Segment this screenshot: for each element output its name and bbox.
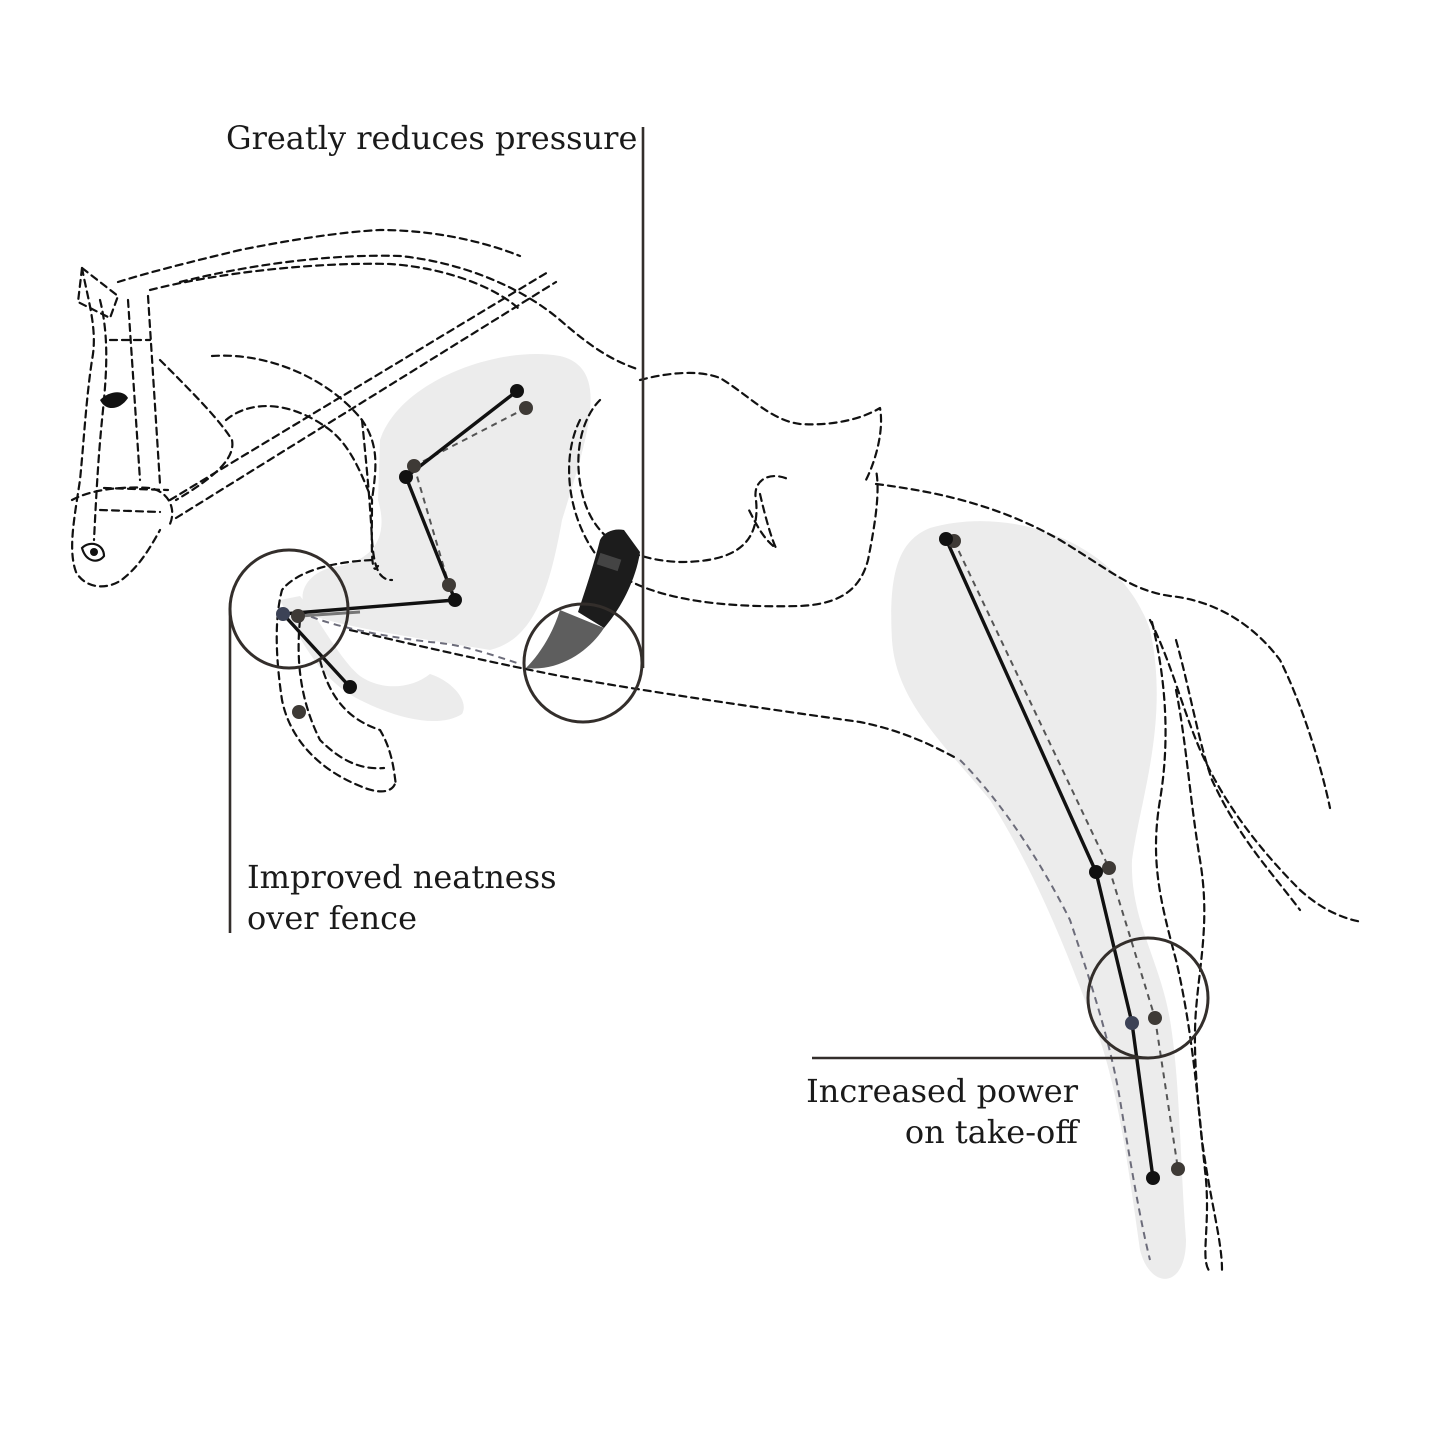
joint-knee xyxy=(448,593,462,607)
joint-elbow xyxy=(399,470,413,484)
noseband xyxy=(70,486,174,526)
foreleg-grey xyxy=(299,611,521,665)
saddle-flap xyxy=(568,418,879,608)
belly xyxy=(348,628,958,760)
joint-fetlock xyxy=(276,607,290,621)
crest-outer xyxy=(178,254,642,372)
crest-inner xyxy=(148,262,522,312)
joint-ghost-knee xyxy=(442,578,456,592)
girth-buckle-plate xyxy=(596,552,622,572)
girth-lower xyxy=(526,610,604,669)
joint-stifle xyxy=(1089,865,1103,879)
saddle-pommel xyxy=(638,371,883,482)
femur xyxy=(944,537,1098,874)
head-profile-inner xyxy=(92,298,108,542)
eye xyxy=(100,392,128,409)
annotation-power-line-2: on take-off xyxy=(904,1113,1078,1151)
ear xyxy=(76,266,120,320)
annotation-neatness: Improved neatness over fence xyxy=(247,857,557,939)
hind-leg-inner xyxy=(959,759,1151,1261)
chest xyxy=(360,418,394,582)
forearm-ghost xyxy=(299,610,361,618)
joint-hoof xyxy=(343,680,357,694)
forehead xyxy=(116,228,522,284)
annotation-neatness-line-1: Improved neatness xyxy=(247,858,557,896)
joint-hock xyxy=(1125,1016,1139,1030)
hind-leg-front xyxy=(1150,620,1224,1272)
humerus-ghost xyxy=(413,465,450,586)
joint-hip xyxy=(939,532,953,546)
joint-ghost-stifle xyxy=(1102,861,1116,875)
annotation-pressure-line-1: Greatly reduces pressure xyxy=(226,119,638,157)
annotation-power-line-1: Increased power xyxy=(806,1072,1078,1110)
joint-ghost-hock xyxy=(1148,1011,1162,1025)
back-line xyxy=(874,482,1332,810)
femur-ghost xyxy=(953,540,1110,869)
rein-lower xyxy=(174,280,558,520)
annotation-neatness-line-2: over fence xyxy=(247,899,417,937)
tail xyxy=(1148,618,1364,924)
horse-outline xyxy=(70,228,1364,1274)
joint-hind-hoof xyxy=(1146,1171,1160,1185)
joint-ghost-fetlock xyxy=(291,609,305,623)
annotation-power: Increased power on take-off xyxy=(806,1071,1078,1153)
cannon-front xyxy=(281,612,352,689)
cannon-ghost xyxy=(1154,1017,1179,1170)
annotation-pressure: Greatly reduces pressure xyxy=(226,118,637,159)
front-skeleton xyxy=(276,384,533,719)
foreleg-hoof xyxy=(318,658,398,788)
hind-leg-back xyxy=(1174,688,1212,1274)
rein-upper xyxy=(168,270,550,502)
jaw xyxy=(158,358,234,502)
tail-inner xyxy=(1174,638,1302,912)
foreleg-outline xyxy=(275,558,398,793)
saddle-seat xyxy=(577,398,792,564)
tibia-ghost xyxy=(1108,867,1156,1019)
joint-ghost-shoulder xyxy=(519,401,533,415)
foreleg-inner xyxy=(297,618,386,770)
head-profile xyxy=(71,266,162,588)
joint-ghost-hoof xyxy=(292,705,306,719)
muscle-shading xyxy=(280,353,1186,1279)
girth-strap xyxy=(526,529,640,669)
neck-under xyxy=(224,405,380,570)
throat xyxy=(210,354,377,502)
nostril xyxy=(80,542,106,562)
bridle-cheek xyxy=(98,294,170,514)
scapula xyxy=(404,389,519,479)
nostril-dot xyxy=(90,548,98,556)
joint-ghost-elbow xyxy=(407,459,421,473)
forearm xyxy=(281,598,457,616)
shoulder-shading xyxy=(302,353,591,650)
saddle-flap-tip xyxy=(746,492,778,550)
cannon-hind xyxy=(1130,1021,1155,1180)
forearm-shading xyxy=(280,596,464,722)
girth-buckle xyxy=(578,529,640,628)
joint-shoulder xyxy=(510,384,524,398)
face-details xyxy=(80,392,128,562)
callouts xyxy=(228,127,1210,1060)
hindquarter-shading xyxy=(891,521,1186,1279)
joint-ghost-hind-hoof xyxy=(1171,1162,1185,1176)
